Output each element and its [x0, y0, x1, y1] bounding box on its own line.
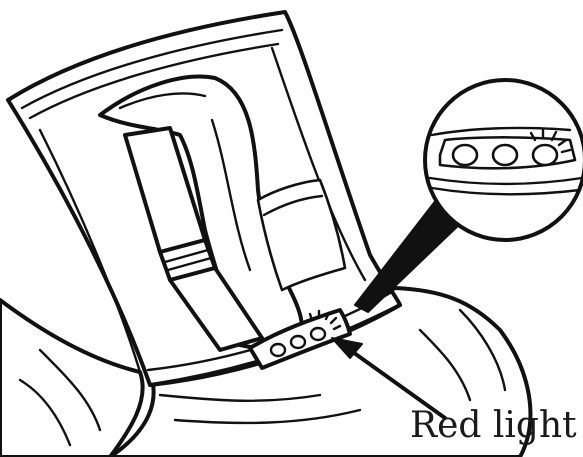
- magnifier-circle: [425, 80, 583, 240]
- red-light-label: Red light: [410, 408, 577, 444]
